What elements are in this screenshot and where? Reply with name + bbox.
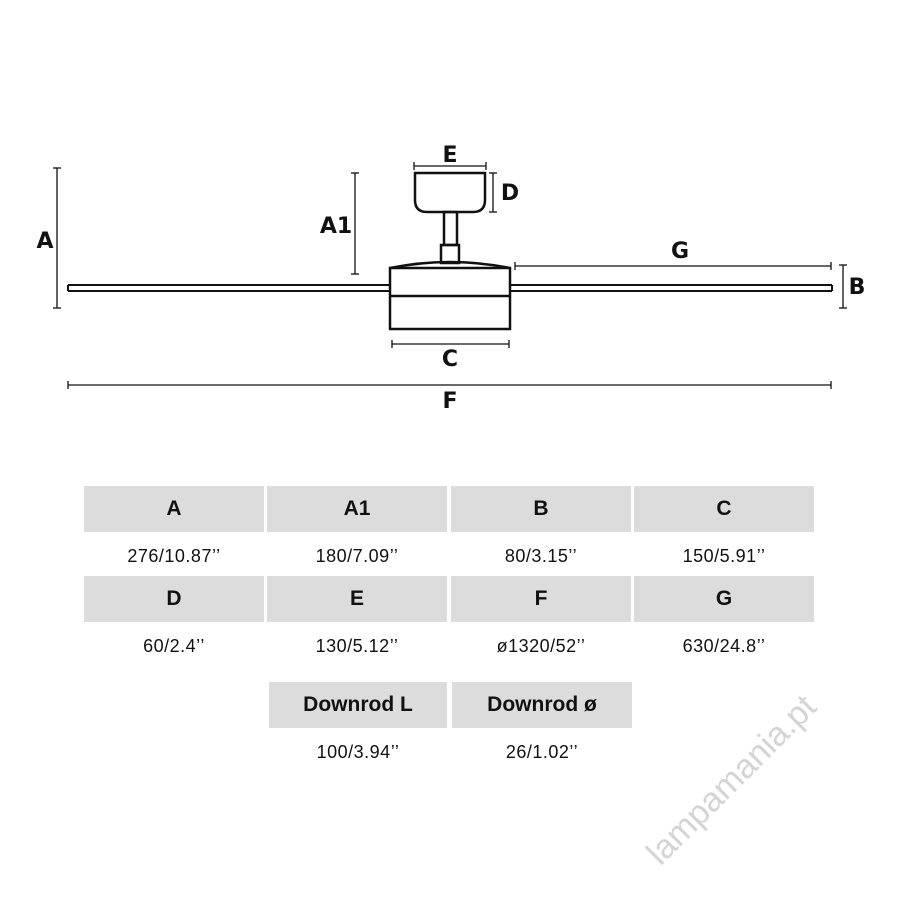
dimension-lines	[53, 162, 847, 389]
label-c: C	[442, 347, 458, 372]
header-a1: A1	[267, 486, 447, 532]
motor-housing	[388, 260, 512, 331]
value-d: 60/2.4’’	[143, 635, 205, 656]
header-downrod-diameter: Downrod ø	[452, 682, 632, 728]
value-downrod-length: 100/3.94’’	[316, 741, 400, 762]
value-downrod-diameter: 26/1.02’’	[505, 741, 579, 762]
header-c: C	[634, 486, 814, 532]
value-a: 276/10.87’’	[127, 545, 221, 566]
value-a1: 180/7.09’’	[315, 545, 399, 566]
value-e: 130/5.12’’	[315, 635, 399, 656]
value-c: 150/5.91’’	[682, 545, 766, 566]
downrod	[439, 210, 461, 265]
label-b: B	[849, 275, 866, 300]
canopy	[413, 171, 487, 214]
label-a1: A1	[320, 214, 352, 239]
header-e: E	[267, 576, 447, 622]
value-b: 80/3.15’’	[504, 545, 578, 566]
left-blade	[67, 284, 390, 292]
header-b: B	[451, 486, 631, 532]
header-downrod-length: Downrod L	[269, 682, 447, 728]
header-f: F	[451, 576, 631, 622]
label-a: A	[36, 229, 53, 254]
label-d: D	[501, 181, 519, 206]
label-g: G	[671, 239, 689, 264]
value-f: ø1320/52’’	[496, 635, 586, 656]
right-blade	[510, 284, 833, 292]
value-g: 630/24.8’’	[682, 635, 766, 656]
header-d: D	[84, 576, 264, 622]
label-f: F	[442, 389, 457, 414]
header-g: G	[634, 576, 814, 622]
label-e: E	[442, 143, 457, 168]
header-a: A	[84, 486, 264, 532]
